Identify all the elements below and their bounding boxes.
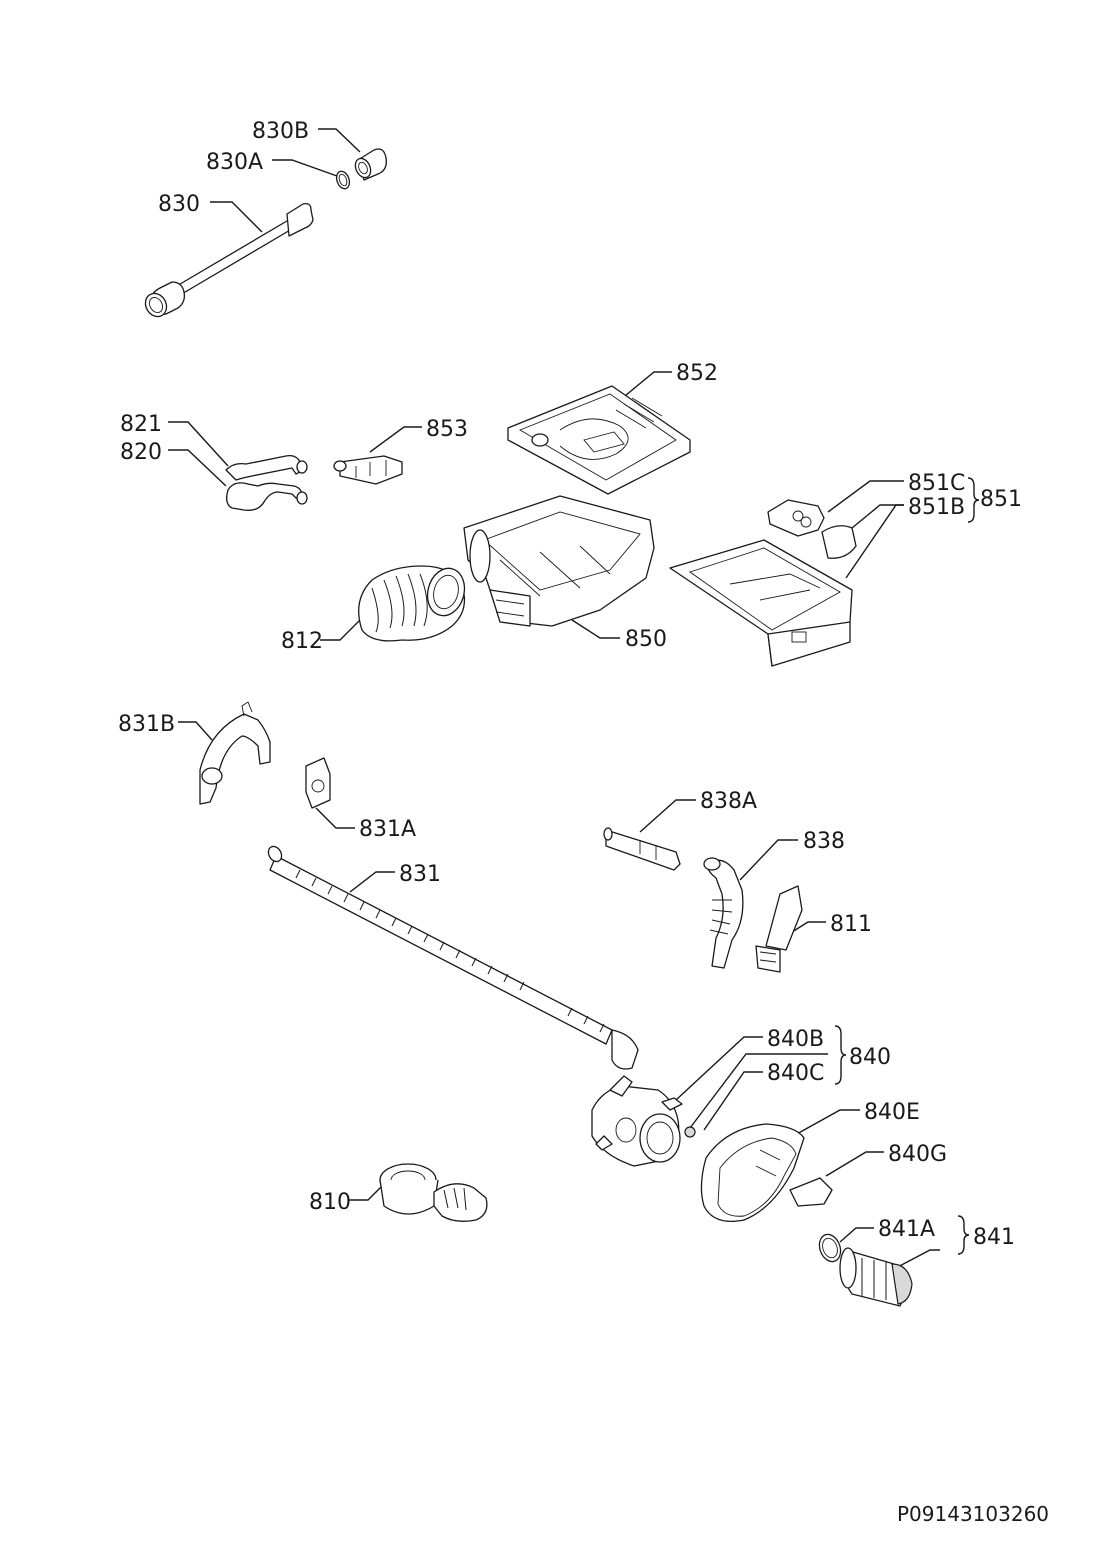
label-851C: 851C	[908, 471, 965, 496]
part-812-bellows	[358, 565, 466, 642]
part-810-sump	[379, 1163, 488, 1222]
part-841A-o-ring	[818, 1233, 842, 1263]
part-838A-pipe	[603, 827, 681, 871]
part-821-hose	[225, 454, 308, 481]
part-851-detergent-drawer	[669, 539, 853, 667]
part-811-pipe	[755, 885, 803, 973]
leader-840C	[703, 1071, 763, 1131]
leader-830B	[318, 128, 361, 153]
part-831B-hose-guide	[199, 701, 271, 805]
brace-851	[967, 477, 980, 523]
leader-853	[369, 426, 422, 453]
part-841-filter	[839, 1247, 913, 1307]
label-838A: 838A	[700, 789, 757, 814]
label-852: 852	[676, 361, 718, 386]
part-851B-siphon	[821, 525, 857, 559]
part-830A-o-ring	[335, 170, 351, 190]
label-810: 810	[309, 1190, 351, 1215]
part-852-dispenser-cover	[507, 385, 691, 495]
label-850: 850	[625, 627, 667, 652]
leader-810	[349, 1185, 383, 1201]
leader-831B	[178, 721, 213, 741]
label-811: 811	[830, 912, 872, 937]
part-830B-bushing	[354, 148, 387, 181]
label-821: 821	[120, 412, 162, 437]
part-820-hose	[226, 482, 308, 511]
leader-841A	[839, 1227, 874, 1243]
label-841: 841	[973, 1225, 1015, 1250]
brace-840	[834, 1025, 847, 1085]
part-838-hose	[703, 857, 744, 969]
label-851B: 851B	[908, 495, 965, 520]
label-840B: 840B	[767, 1027, 824, 1052]
leader-820	[168, 449, 227, 487]
part-853-valve	[333, 455, 403, 485]
leader-838	[739, 839, 798, 881]
label-853: 853	[426, 417, 468, 442]
leader-830A	[272, 159, 338, 177]
drawing-code: P09143103260	[897, 1502, 1049, 1526]
leader-840G	[825, 1151, 884, 1177]
leader-851	[845, 504, 904, 579]
label-831B: 831B	[118, 712, 175, 737]
part-840B-clip	[661, 1097, 683, 1111]
leader-811	[791, 921, 826, 933]
label-812: 812	[281, 629, 323, 654]
part-830-inlet-hose	[144, 202, 314, 318]
leader-838A	[639, 799, 696, 833]
leader-831	[349, 871, 395, 893]
label-851: 851	[980, 487, 1022, 512]
label-830A: 830A	[206, 150, 263, 175]
label-830: 830	[158, 192, 200, 217]
label-838: 838	[803, 829, 845, 854]
label-830B: 830B	[252, 119, 309, 144]
label-840G: 840G	[888, 1142, 947, 1167]
part-831-drain-hose	[267, 845, 639, 1070]
label-831: 831	[399, 862, 441, 887]
part-labels: 830B 830A 830 852 821 820 853 851C 851B …	[118, 119, 1049, 1526]
leader-821	[168, 421, 229, 467]
label-840E: 840E	[864, 1100, 920, 1125]
label-820: 820	[120, 440, 162, 465]
label-841A: 841A	[878, 1217, 935, 1242]
leader-841	[891, 1249, 940, 1271]
leader-812	[320, 611, 369, 641]
leader-851C	[827, 480, 904, 513]
leader-830	[210, 201, 263, 233]
part-831A-clip	[305, 757, 331, 809]
leader-840C-a	[689, 1053, 828, 1129]
label-831A: 831A	[359, 817, 416, 842]
label-840C: 840C	[767, 1061, 824, 1086]
leader-831A	[315, 807, 355, 829]
part-850-dispenser-housing	[463, 495, 655, 627]
leader-lines	[168, 128, 940, 1271]
group-braces	[834, 477, 980, 1255]
part-840-pump-housing	[591, 1075, 681, 1167]
part-840G-flap	[789, 1177, 833, 1207]
part-840C-bush	[684, 1126, 696, 1138]
leader-852	[619, 371, 672, 401]
leader-850	[571, 619, 620, 639]
leader-851B	[851, 504, 904, 529]
label-840: 840	[849, 1045, 891, 1070]
part-840E-pump-cover	[700, 1123, 805, 1223]
part-851C-cap	[767, 499, 825, 537]
leader-840B	[675, 1036, 763, 1101]
brace-841	[957, 1215, 970, 1255]
leader-840E	[785, 1109, 860, 1141]
